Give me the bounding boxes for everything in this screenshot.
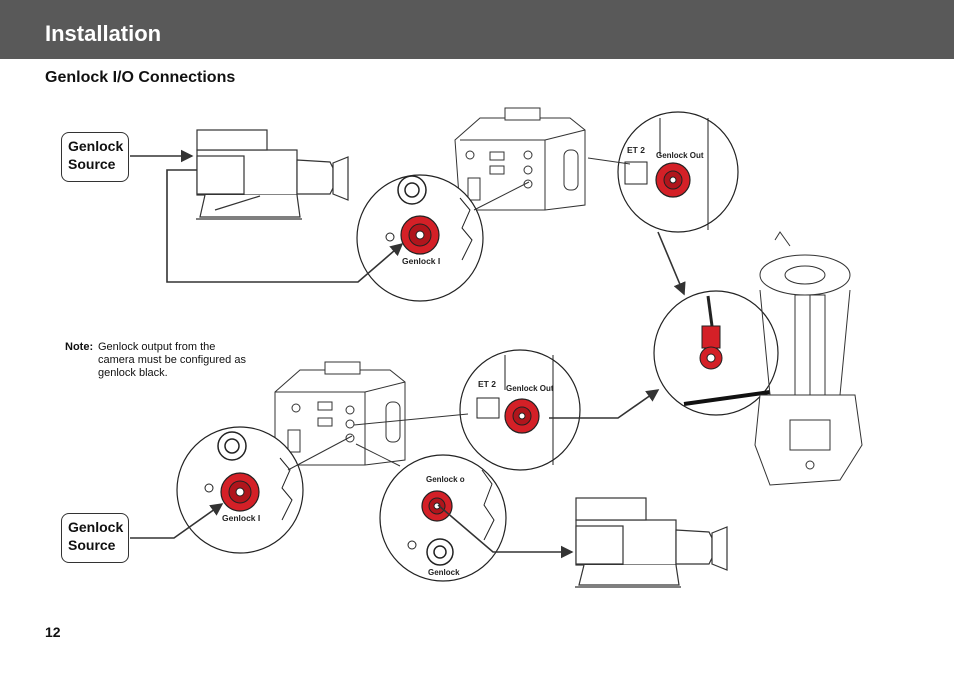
cable-camera-to-genlock-in-top (166, 169, 404, 283)
page-title: Installation (45, 21, 162, 46)
set2-label-top: ET 2 (627, 145, 645, 155)
callout-loop (355, 443, 401, 467)
page-number: 12 (45, 624, 61, 640)
genlock-in-label-top: Genlock I (402, 256, 440, 266)
genlock-out-bottom-zoom: ET 2 Genlock Out (459, 349, 581, 471)
set2-label-bottom: ET 2 (478, 379, 496, 389)
genlock-source-box-bottom: Genlock Source (61, 513, 129, 563)
camera-source-top-icon (196, 129, 349, 220)
genlock-source-bottom-line1: Genlock (68, 519, 124, 535)
genlock-out-label-top: Genlock Out (656, 151, 704, 160)
genlock-out-top-zoom: ET 2 Genlock Out (617, 111, 739, 233)
genlock-in-bottom-zoom: Genlock I (176, 426, 304, 554)
camera-body-top-icon (454, 107, 586, 211)
arrow-genlock-out-bottom-to-cable (549, 389, 660, 419)
genlock-source-box-top: Genlock Source (61, 132, 129, 182)
camera-destination-bottom-icon (575, 497, 728, 588)
note-text: Genlock output from the camera must be c… (98, 341, 246, 379)
callout-genlock-out-bottom (353, 413, 469, 426)
genlock-loop-zoom: Genlock o Genlock (379, 454, 507, 582)
genlock-in-top-zoom: Genlock I (356, 174, 484, 302)
genlock-out-label-loop: Genlock o (426, 475, 465, 484)
section-title: Genlock I/O Connections (45, 69, 236, 86)
handheld-device-icon (754, 231, 863, 486)
callout-genlock-in-top (473, 181, 530, 211)
note-label: Note: (65, 341, 94, 353)
genlock-out-label-bottom: Genlock Out (506, 384, 554, 393)
camera-body-bottom-icon (274, 361, 406, 466)
genlock-source-bottom-line2: Source (68, 537, 116, 553)
arrow-source-to-genlock-in-bottom (130, 503, 224, 539)
genlock-source-top-line2: Source (68, 156, 116, 172)
arrow-loop-to-camera-bottom (437, 504, 574, 559)
genlock-source-top-line1: Genlock (68, 138, 124, 154)
arrow-genlock-out-to-cable (657, 231, 686, 296)
connection-lines (130, 149, 686, 559)
header-bar (0, 0, 954, 59)
cable-end-zoom (653, 290, 779, 416)
callout-genlock-out-top (587, 157, 631, 165)
genlock-in-label-loop: Genlock (428, 568, 460, 577)
genlock-in-label-bottom: Genlock I (222, 513, 260, 523)
callout-genlock-in-bottom (287, 435, 353, 471)
